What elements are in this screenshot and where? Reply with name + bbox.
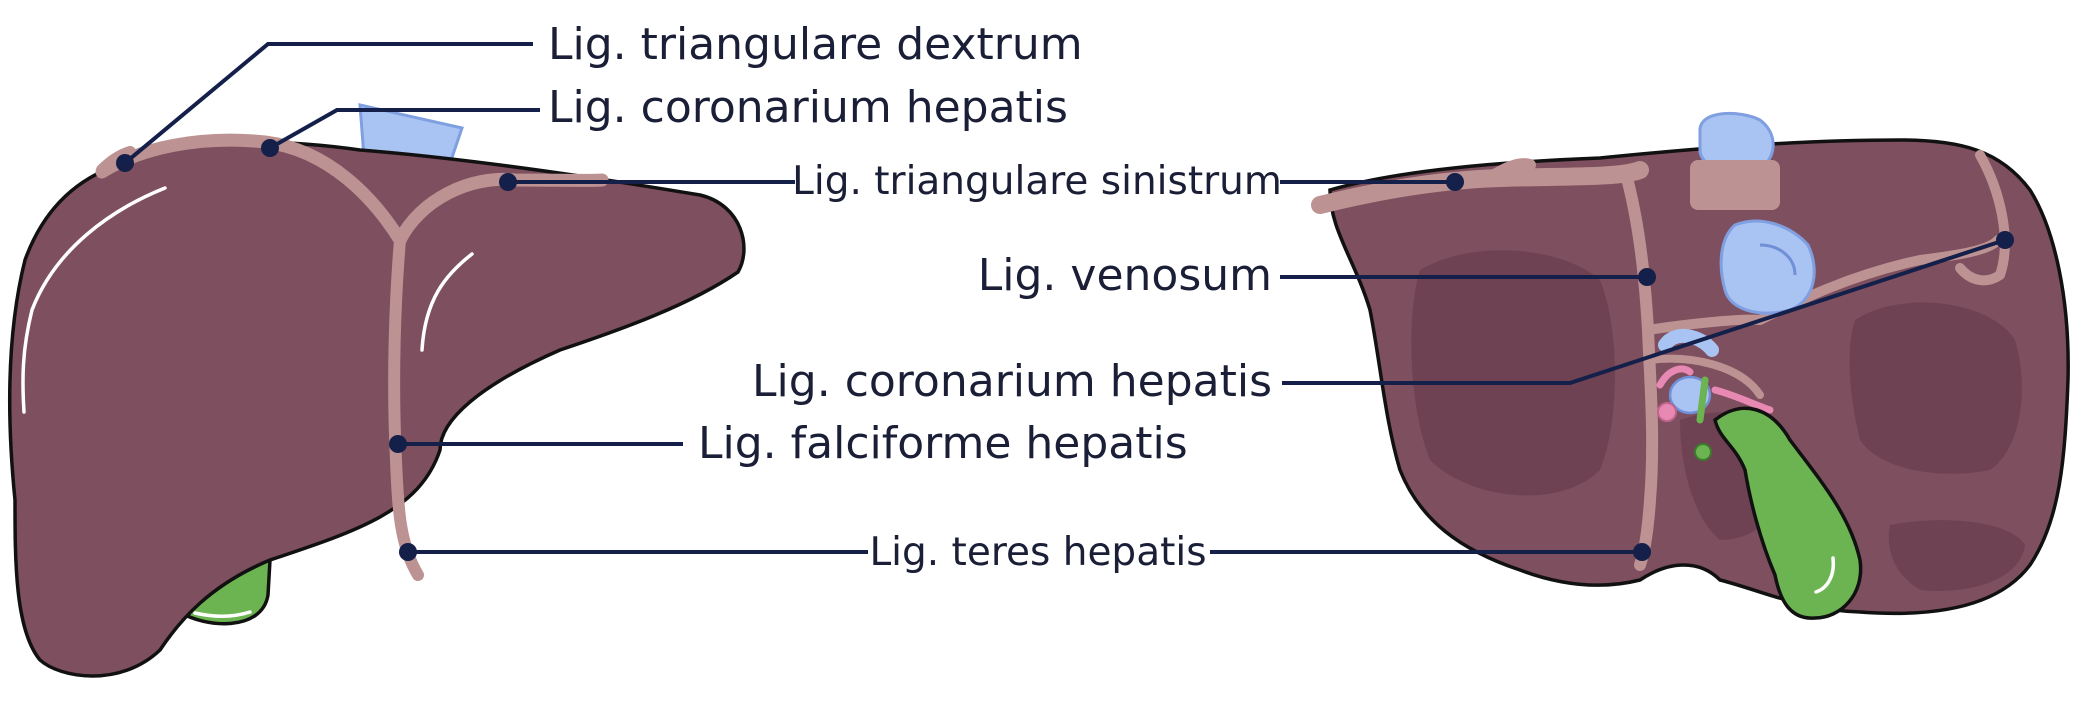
leader-triangulare-dextrum [123, 42, 533, 165]
ligament-venosum [1622, 176, 1659, 571]
pointer-coronarium-posterior [1996, 231, 2014, 249]
label-lig-triangulare-sinistrum: Lig. triangulare sinistrum [792, 159, 1282, 204]
lobe-shade-bottom [1888, 520, 2025, 591]
liver-posterior-view [1311, 111, 2070, 620]
label-lig-teres-hepatis: Lig. teres hepatis [869, 530, 1206, 575]
lobe-shade-right [1411, 250, 1615, 496]
ligament-triangular-left-tip [1955, 150, 2010, 286]
porta-hepatis-vessels [1656, 329, 1774, 461]
lobe-shade-left [1849, 302, 2022, 474]
gallbladder-posterior [1713, 406, 1863, 620]
pointer-triangulare-dextrum [116, 154, 134, 172]
liver-shine-left-lobe [420, 252, 474, 352]
liver-anterior [7, 140, 746, 678]
gallbladder-shine-anterior [193, 610, 252, 618]
ligament-triangular-right-anterior [96, 146, 136, 176]
pointer-venosum [1638, 268, 1656, 286]
leader-coronarium-posterior [1282, 238, 2006, 385]
pointer-teres-right [1633, 543, 1651, 561]
gallbladder-fundus-anterior [177, 557, 272, 626]
gallbladder-shine-posterior [1814, 556, 1836, 594]
liver-anterior-view [7, 103, 746, 678]
labels: Lig. triangulare dextrum Lig. coronarium… [548, 19, 1282, 575]
leader-lines [116, 42, 2014, 561]
pointer-triangulare-sinistrum-right [1446, 173, 1464, 191]
label-lig-triangulare-dextrum: Lig. triangulare dextrum [548, 19, 1083, 70]
label-lig-coronarium-hepatis-posterior: Lig. coronarium hepatis [752, 356, 1272, 407]
ligament-triangular-left-posterior [1484, 158, 1536, 184]
leader-coronarium-anterior [269, 108, 540, 150]
pointer-triangulare-sinistrum-left [499, 173, 517, 191]
liver-shine-right-lobe [21, 186, 167, 414]
ligament-falciform-shadow [307, 155, 403, 243]
pointer-coronarium-anterior [261, 139, 279, 157]
label-lig-venosum: Lig. venosum [978, 250, 1272, 301]
ligament-porta-hepatis [1646, 354, 1764, 399]
pointer-falciforme [389, 435, 407, 453]
pointer-teres-left [399, 543, 417, 561]
label-lig-coronarium-hepatis-anterior: Lig. coronarium hepatis [548, 82, 1068, 133]
label-lig-falciforme-hepatis: Lig. falciforme hepatis [698, 418, 1188, 469]
